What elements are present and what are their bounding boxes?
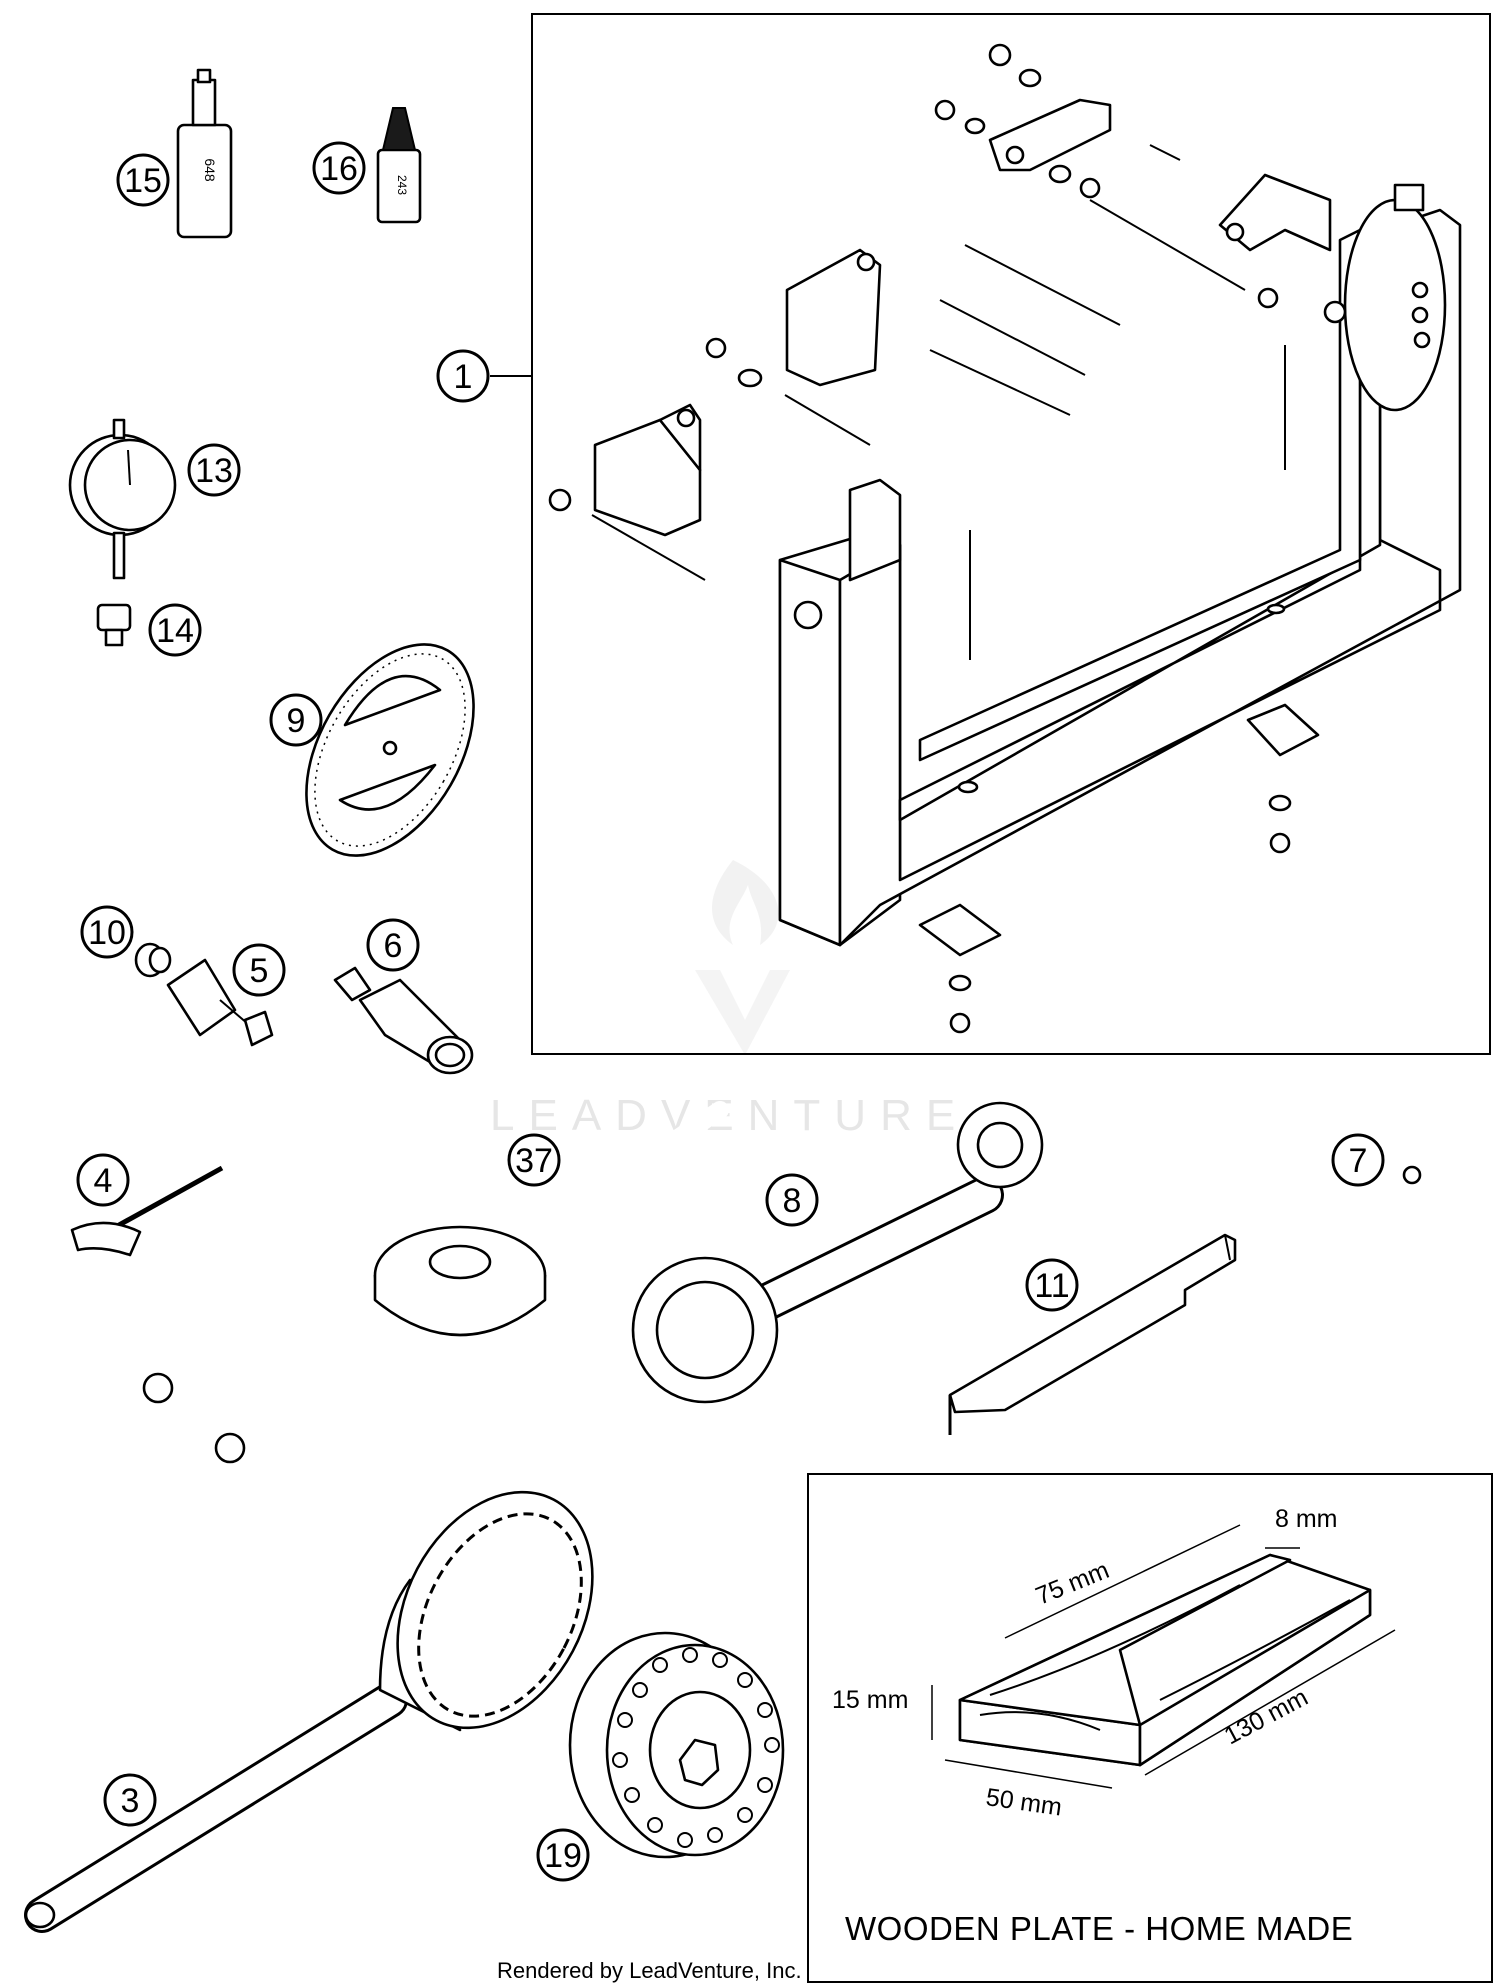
svg-text:37: 37 — [515, 1142, 553, 1180]
callout-9: 9 — [269, 693, 323, 747]
svg-text:16: 16 — [320, 150, 358, 188]
clutch-holder-3 — [24, 1490, 594, 1933]
dim-gap-label: 8 mm — [1275, 1505, 1338, 1533]
loctite-243-bottle: 243 — [376, 107, 422, 224]
threaded-rods — [591, 144, 1286, 660]
svg-text:11: 11 — [1034, 1267, 1069, 1305]
callout-13: 13 — [187, 443, 241, 497]
svg-text:15: 15 — [124, 162, 162, 200]
dim-depth-label: 50 mm — [984, 1783, 1064, 1821]
svg-text:14: 14 — [156, 612, 194, 650]
dial-gauge — [68, 418, 177, 580]
callout-15: 15 — [116, 153, 170, 207]
feeler-gauge-11 — [948, 1233, 1237, 1435]
nuts-and-washers — [548, 43, 1320, 1034]
dim-thickness-label: 15 mm — [832, 1686, 908, 1714]
wooden-plate-caption: WOODEN PLATE - HOME MADE — [845, 1910, 1353, 1947]
engine-stand-frame — [778, 173, 1462, 947]
flywheel-puller-5 — [166, 958, 274, 1047]
callout-19: 19 — [536, 1828, 590, 1882]
callout-14: 14 — [148, 603, 202, 657]
dimension-lines — [931, 1524, 1396, 1789]
svg-text:13: 13 — [195, 452, 233, 490]
puller-6 — [333, 966, 474, 1075]
callout-3: 3 — [103, 1773, 157, 1827]
spacer-sleeve — [134, 942, 172, 978]
watermark-text: LEADVENTURE — [490, 1091, 969, 1140]
wooden-plate-drawing — [958, 1553, 1372, 1767]
svg-text:1: 1 — [454, 358, 473, 396]
bracket-top-plate — [988, 98, 1112, 172]
callout-6: 6 — [366, 918, 420, 972]
gauge-adapter — [96, 603, 132, 647]
degree-wheel — [305, 643, 475, 857]
svg-text:19: 19 — [544, 1837, 582, 1875]
callout-8: 8 — [765, 1173, 819, 1227]
svg-text:243: 243 — [395, 175, 409, 195]
bracket-middle — [785, 248, 882, 387]
circlip-pliers-7 — [1351, 1101, 1454, 1354]
svg-text:8: 8 — [783, 1182, 802, 1220]
dim-width-label: 75 mm — [1032, 1556, 1113, 1611]
callout-4: 4 — [76, 1153, 130, 1207]
callout-16: 16 — [312, 141, 366, 195]
callout-5: 5 — [232, 943, 286, 997]
svg-text:6: 6 — [384, 927, 403, 965]
svg-text:7: 7 — [1349, 1142, 1368, 1180]
tool-4 — [70, 1165, 224, 1257]
callout-10: 10 — [80, 905, 134, 959]
svg-text:4: 4 — [94, 1162, 113, 1200]
engine-stand-box — [531, 13, 1491, 1055]
callout-11: 11 — [1025, 1258, 1079, 1312]
svg-text:648: 648 — [202, 158, 218, 182]
svg-text:10: 10 — [88, 914, 126, 952]
callout-37: 37 — [507, 1133, 561, 1187]
loctite-648-bottle: 648 — [176, 68, 233, 239]
svg-text:5: 5 — [250, 952, 269, 990]
watermark-logo — [695, 860, 790, 1055]
bracket-left — [593, 403, 702, 537]
callout-7: 7 — [1331, 1133, 1385, 1187]
callout-1: 1 — [436, 349, 490, 403]
wooden-plate-box — [807, 1473, 1493, 1983]
svg-text:3: 3 — [121, 1782, 140, 1820]
holding-wrench-8 — [631, 1101, 1044, 1404]
svg-text:9: 9 — [287, 702, 306, 740]
rotor-holder-19 — [568, 1631, 785, 1859]
crankshaft-puller-37 — [142, 1101, 729, 1464]
render-credit: Rendered by LeadVenture, Inc. — [497, 1958, 802, 1983]
